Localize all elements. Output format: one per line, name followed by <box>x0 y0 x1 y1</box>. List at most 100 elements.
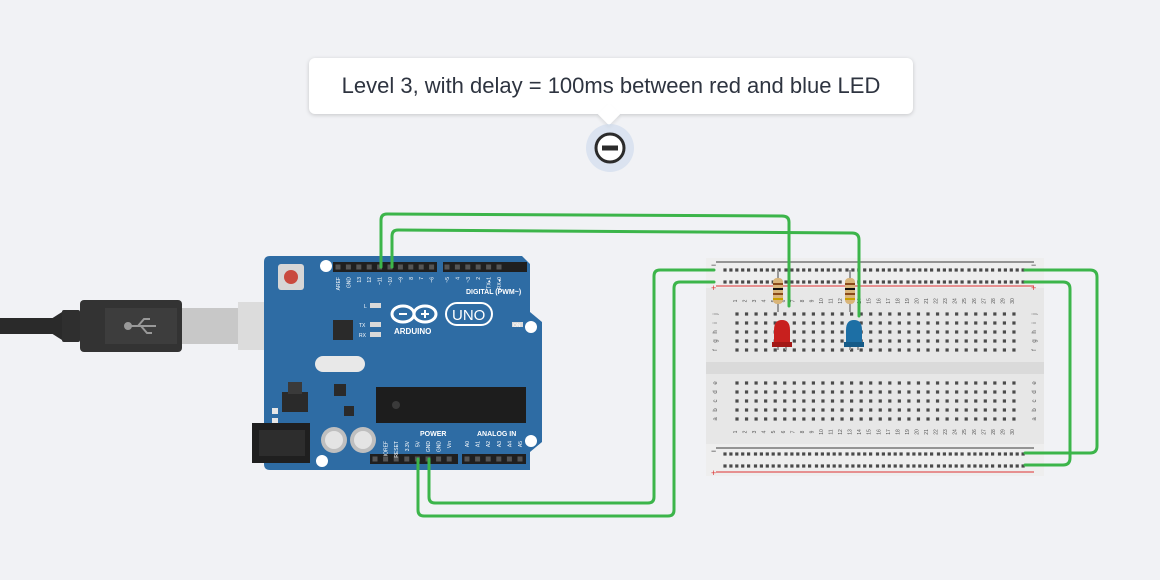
breadboard-hole[interactable] <box>945 399 949 403</box>
breadboard-hole[interactable] <box>878 348 882 352</box>
breadboard-hole[interactable] <box>814 452 819 456</box>
breadboard-hole[interactable] <box>741 452 745 456</box>
breadboard-hole[interactable] <box>997 268 1002 272</box>
breadboard-hole[interactable] <box>983 390 987 394</box>
breadboard-hole[interactable] <box>830 348 835 352</box>
wire-gnd[interactable] <box>427 268 716 505</box>
breadboard-hole[interactable] <box>974 390 978 394</box>
header-pin[interactable] <box>475 264 481 270</box>
breadboard-hole[interactable] <box>897 390 901 394</box>
breadboard-hole[interactable] <box>881 452 885 456</box>
breadboard-hole[interactable] <box>930 452 934 456</box>
breadboard-hole[interactable] <box>808 268 812 272</box>
breadboard-hole[interactable] <box>926 390 930 394</box>
breadboard-hole[interactable] <box>821 399 825 403</box>
breadboard-hole[interactable] <box>916 348 921 352</box>
breadboard-hole[interactable] <box>888 330 892 334</box>
breadboard-hole[interactable] <box>845 268 849 272</box>
breadboard-hole[interactable] <box>764 321 768 325</box>
breadboard-hole[interactable] <box>935 390 940 394</box>
breadboard-hole[interactable] <box>869 452 873 456</box>
breadboard-hole[interactable] <box>1012 390 1016 394</box>
breadboard-hole[interactable] <box>735 312 739 316</box>
breadboard-hole[interactable] <box>985 464 989 468</box>
breadboard-hole[interactable] <box>907 330 911 334</box>
breadboard-hole[interactable] <box>897 399 901 403</box>
breadboard-hole[interactable] <box>991 268 995 272</box>
breadboard-hole[interactable] <box>997 464 1002 468</box>
breadboard-hole[interactable] <box>765 280 769 284</box>
breadboard-hole[interactable] <box>802 390 806 394</box>
breadboard-hole[interactable] <box>850 312 854 316</box>
breadboard-hole[interactable] <box>1012 339 1016 343</box>
breadboard-hole[interactable] <box>1002 312 1006 316</box>
breadboard-hole[interactable] <box>811 390 815 394</box>
breadboard-hole[interactable] <box>945 348 949 352</box>
breadboard-hole[interactable] <box>851 452 855 456</box>
breadboard-hole[interactable] <box>974 330 978 334</box>
breadboard-hole[interactable] <box>811 312 815 316</box>
breadboard-hole[interactable] <box>754 399 758 403</box>
breadboard-hole[interactable] <box>863 464 867 468</box>
breadboard-hole[interactable] <box>802 348 806 352</box>
breadboard-hole[interactable] <box>1012 312 1016 316</box>
breadboard-hole[interactable] <box>888 399 892 403</box>
breadboard-hole[interactable] <box>838 280 842 284</box>
breadboard-hole[interactable] <box>974 339 978 343</box>
header-pin[interactable] <box>335 264 341 270</box>
breadboard-hole[interactable] <box>783 390 787 394</box>
breadboard-hole[interactable] <box>912 464 916 468</box>
breadboard-hole[interactable] <box>918 268 922 272</box>
breadboard-hole[interactable] <box>840 330 844 334</box>
breadboard-hole[interactable] <box>945 339 949 343</box>
breadboard-hole[interactable] <box>729 452 733 456</box>
breadboard-hole[interactable] <box>897 339 901 343</box>
breadboard-hole[interactable] <box>859 381 863 385</box>
breadboard-hole[interactable] <box>759 280 763 284</box>
breadboard-hole[interactable] <box>759 452 763 456</box>
breadboard-hole[interactable] <box>735 399 739 403</box>
breadboard-hole[interactable] <box>859 408 863 412</box>
breadboard-hole[interactable] <box>973 268 977 272</box>
breadboard-hole[interactable] <box>964 312 968 316</box>
breadboard-hole[interactable] <box>869 339 873 343</box>
breadboard-hole[interactable] <box>916 321 921 325</box>
breadboard-hole[interactable] <box>1002 321 1006 325</box>
breadboard-hole[interactable] <box>729 268 733 272</box>
breadboard-hole[interactable] <box>878 330 882 334</box>
breadboard-hole[interactable] <box>881 464 885 468</box>
breadboard-hole[interactable] <box>926 408 930 412</box>
breadboard-hole[interactable] <box>935 381 940 385</box>
breadboard-hole[interactable] <box>744 390 749 394</box>
breadboard-hole[interactable] <box>773 390 777 394</box>
breadboard-hole[interactable] <box>935 399 940 403</box>
breadboard-hole[interactable] <box>869 390 873 394</box>
breadboard-hole[interactable] <box>765 268 769 272</box>
breadboard-hole[interactable] <box>935 321 940 325</box>
header-pin[interactable] <box>436 456 442 462</box>
breadboard-hole[interactable] <box>753 452 758 456</box>
breadboard-hole[interactable] <box>1009 464 1013 468</box>
breadboard-hole[interactable] <box>744 417 749 421</box>
breadboard-hole[interactable] <box>878 321 882 325</box>
breadboard-hole[interactable] <box>991 464 995 468</box>
breadboard-hole[interactable] <box>881 280 885 284</box>
breadboard-hole[interactable] <box>753 268 758 272</box>
breadboard-hole[interactable] <box>907 321 911 325</box>
breadboard-hole[interactable] <box>935 312 940 316</box>
breadboard-hole[interactable] <box>808 464 812 468</box>
breadboard-hole[interactable] <box>744 408 749 412</box>
breadboard-hole[interactable] <box>926 348 930 352</box>
header-pin[interactable] <box>496 456 502 462</box>
breadboard-hole[interactable] <box>820 452 824 456</box>
breadboard-hole[interactable] <box>888 339 892 343</box>
breadboard-hole[interactable] <box>821 339 825 343</box>
breadboard-hole[interactable] <box>759 464 763 468</box>
breadboard-hole[interactable] <box>850 390 854 394</box>
breadboard-hole[interactable] <box>802 399 806 403</box>
breadboard-hole[interactable] <box>821 417 825 421</box>
breadboard-hole[interactable] <box>792 417 796 421</box>
breadboard-hole[interactable] <box>735 348 739 352</box>
breadboard-hole[interactable] <box>907 348 911 352</box>
